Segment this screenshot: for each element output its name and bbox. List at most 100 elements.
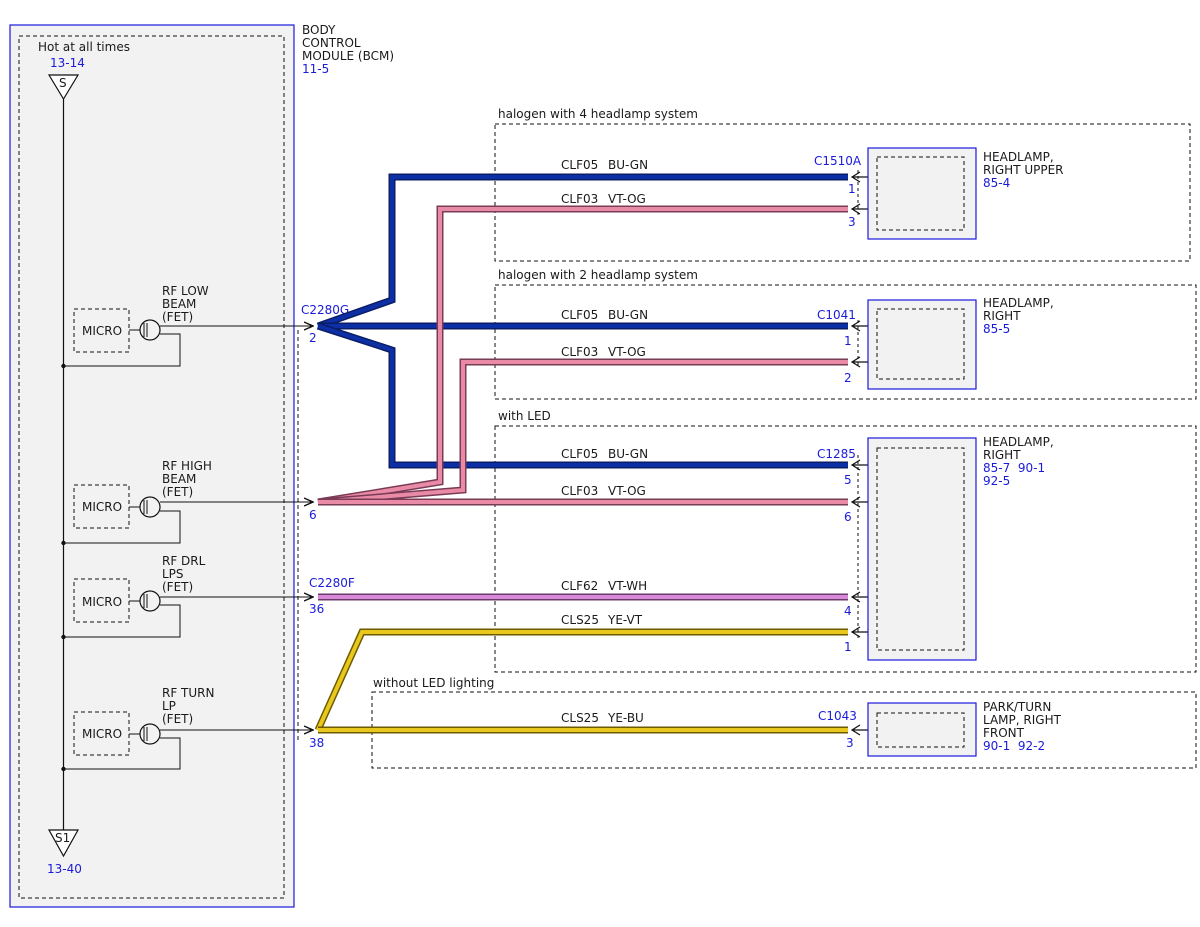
component-headlamp-right-upper: C1510A 1 3 HEADLAMP, RIGHT UPPER 85-4 <box>814 147 1064 240</box>
wire-core <box>317 207 848 504</box>
driver-label-line-3: (FET) <box>162 712 193 726</box>
bcm-connector-name: C2280F <box>309 576 355 590</box>
pin-number: 1 <box>848 182 856 196</box>
wire-bu-gn-upper <box>316 173 848 330</box>
circuit-color: BU-GN <box>608 158 648 172</box>
circuit-id: CLF62 <box>561 579 598 593</box>
component-connector: C1510A <box>814 154 862 168</box>
pin-number: 6 <box>844 510 852 524</box>
circuit-id: CLS25 <box>561 711 599 725</box>
driver-turn: MICRO RF TURN LP (FET) <box>63 686 314 770</box>
bcm-name-line-1: BODY <box>302 23 336 37</box>
driver-label-line-2: LP <box>162 699 176 713</box>
fet-ground-return <box>63 737 181 770</box>
connector-arrows <box>850 171 877 736</box>
circuit-label: CLF05 BU-GN <box>561 308 648 322</box>
driver-label-line-1: RF HIGH <box>162 459 212 473</box>
circuit-label: CLF05 BU-GN <box>561 447 648 461</box>
circuit-id: CLF05 <box>561 308 598 322</box>
component-name-line-3: FRONT <box>983 726 1025 740</box>
splice-s-label: S <box>59 76 67 90</box>
wire-ye-vt <box>314 628 848 732</box>
circuit-label: CLF03 VT-OG <box>561 484 646 498</box>
option-outline <box>494 425 1197 673</box>
wire-core <box>317 324 848 467</box>
circuit-id: CLS25 <box>561 613 599 627</box>
component-name-line-2: RIGHT <box>983 448 1021 462</box>
option-label: halogen with 2 headlamp system <box>498 268 698 282</box>
circuit-id: CLF05 <box>561 447 598 461</box>
component-headlamp-right: C1041 1 2 HEADLAMP, RIGHT 85-5 <box>817 296 1054 390</box>
component-ref: 90-1 92-2 <box>983 739 1045 753</box>
component-outline <box>867 702 977 757</box>
micro-label: MICRO <box>82 500 122 514</box>
component-name-line-1: PARK/TURN <box>983 700 1051 714</box>
component-connector: C1043 <box>818 709 857 723</box>
driver-label-line-1: RF LOW <box>162 284 209 298</box>
circuit-label: CLF05 BU-GN <box>561 158 648 172</box>
component-name-line-2: RIGHT <box>983 309 1021 323</box>
wire-vt-og-mid <box>317 358 848 506</box>
pin-number: 5 <box>844 473 852 487</box>
micro-label: MICRO <box>82 727 122 741</box>
wire-core <box>316 630 848 731</box>
splice-s1-triangle <box>47 829 80 858</box>
pin-number: 3 <box>848 215 856 229</box>
component-inner <box>876 447 965 651</box>
component-name-line-1: HEADLAMP, <box>983 150 1054 164</box>
circuit-color: VT-OG <box>608 484 646 498</box>
fet-ground-return <box>63 604 181 638</box>
circuit-id: CLF03 <box>561 192 598 206</box>
pin-number: 1 <box>844 640 852 654</box>
bcm-inner-dashed <box>18 35 285 899</box>
wire-vt-og-upper <box>317 205 848 506</box>
circuit-color: VT-WH <box>608 579 647 593</box>
component-outline <box>867 437 977 661</box>
option-outline <box>494 284 1197 400</box>
fet-ground-return <box>63 510 181 544</box>
driver-label-line-2: LPS <box>162 567 184 581</box>
bcm-name-line-3: MODULE (BCM) <box>302 49 394 63</box>
micro-label: MICRO <box>82 595 122 609</box>
pin-number: 3 <box>846 736 854 750</box>
component-park-turn-lamp: C1043 3 PARK/TURN LAMP, RIGHT FRONT 90-1… <box>818 700 1062 757</box>
option-region-led: with LED <box>494 409 1197 673</box>
circuit-color: VT-OG <box>608 192 646 206</box>
component-outline <box>867 147 977 240</box>
driver-label-line-3: (FET) <box>162 580 193 594</box>
bcm-connector-name: C2280G <box>301 303 349 317</box>
circuit-id: CLF03 <box>561 484 598 498</box>
circuit-label: CLS25 YE-BU <box>561 711 644 725</box>
option-region-2-headlamp: halogen with 2 headlamp system <box>494 268 1197 400</box>
option-label: without LED lighting <box>373 676 494 690</box>
component-inner <box>876 156 965 231</box>
circuit-label: CLS25 YE-VT <box>561 613 643 627</box>
splice-s-triangle <box>47 74 80 101</box>
hot-label: Hot at all times <box>38 40 130 54</box>
top-ref: 13-14 <box>50 56 85 70</box>
component-connector: C1041 <box>817 308 856 322</box>
driver-label-line-3: (FET) <box>162 485 193 499</box>
bcm-name-line-2: CONTROL <box>302 36 361 50</box>
bottom-ref: 13-40 <box>47 862 82 876</box>
component-connector: C1285 <box>817 447 856 461</box>
micro-label: MICRO <box>82 324 122 338</box>
pin-number: 2 <box>844 371 852 385</box>
component-ref-line-1: 85-7 90-1 <box>983 461 1045 475</box>
circuit-id: CLF05 <box>561 158 598 172</box>
circuit-label: CLF03 VT-OG <box>561 345 646 359</box>
option-outline <box>494 123 1191 262</box>
fet-symbol <box>139 319 161 341</box>
bcm-connector-pin: 2 <box>309 331 317 345</box>
driver-high-beam: MICRO RF HIGH BEAM (FET) <box>63 459 314 544</box>
driver-label-line-1: RF DRL <box>162 554 206 568</box>
fet-symbol <box>139 590 161 612</box>
fet-ground-return <box>63 333 181 367</box>
driver-label-line-1: RF TURN <box>162 686 214 700</box>
driver-label-line-3: (FET) <box>162 310 193 324</box>
driver-label-line-2: BEAM <box>162 472 196 486</box>
component-name-line-1: HEADLAMP, <box>983 435 1054 449</box>
driver-low-beam: MICRO RF LOW BEAM (FET) <box>63 284 314 367</box>
